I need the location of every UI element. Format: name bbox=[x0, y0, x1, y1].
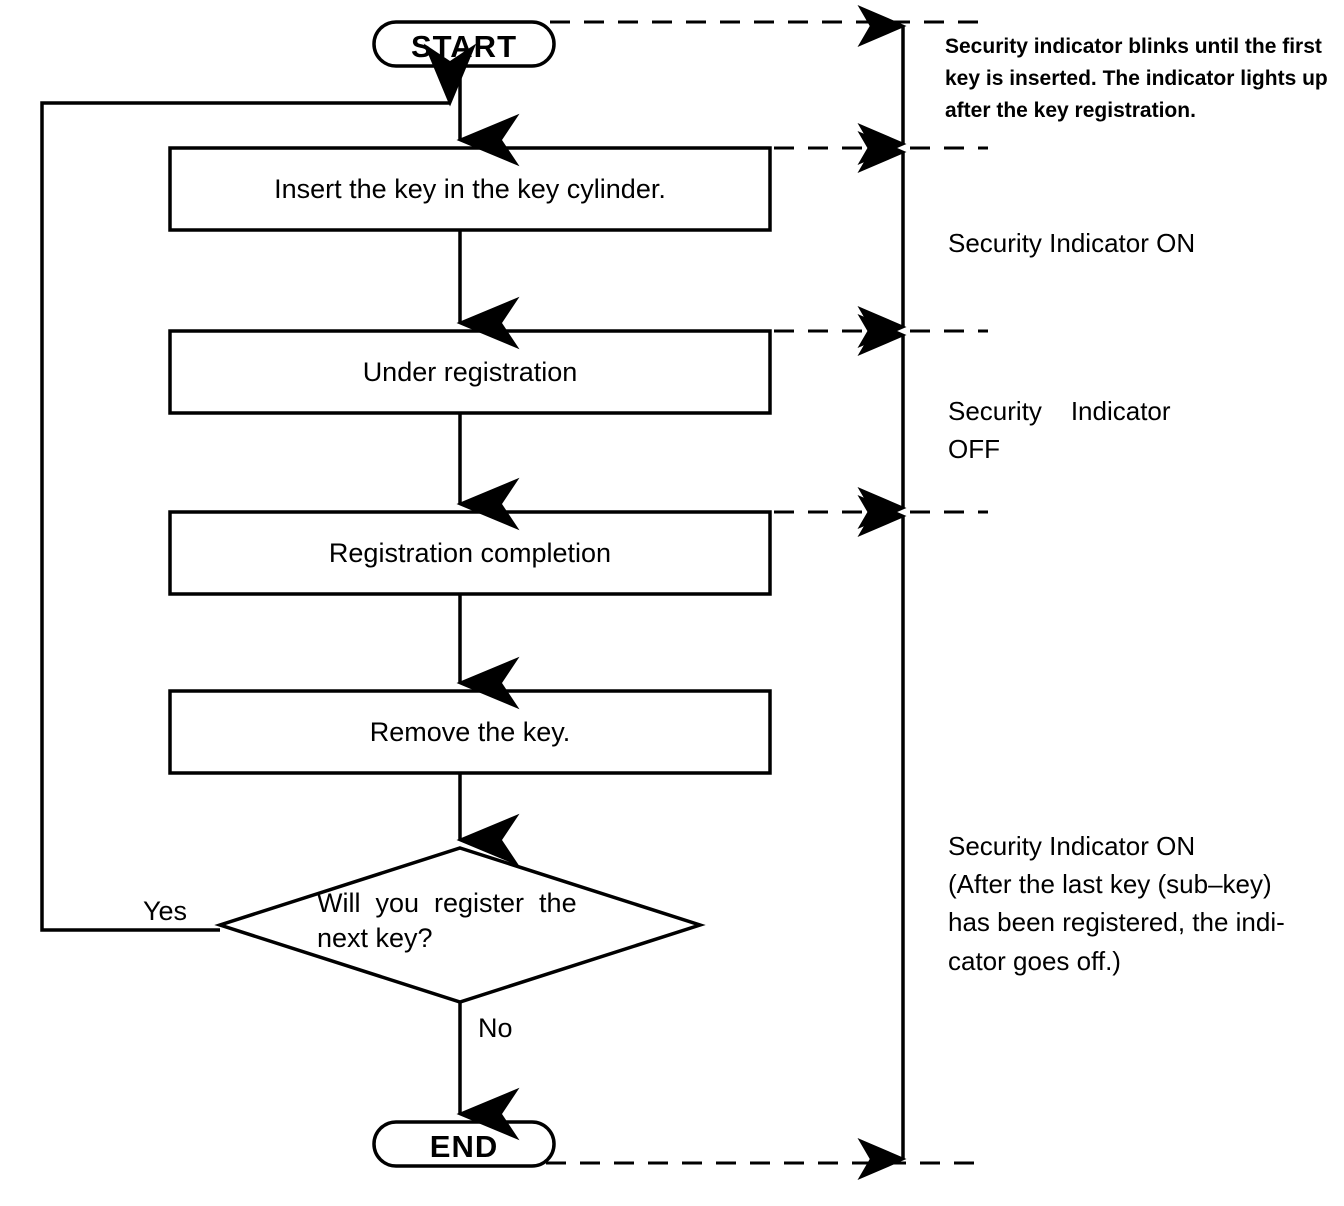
node-insert-key-label: Insert the key in the key cylinder. bbox=[274, 174, 666, 204]
connector-decision-yes-loopback bbox=[40, 43, 477, 932]
node-end-label: END bbox=[429, 1129, 499, 1164]
annotation-indicator-on-last: Security Indicator ON (After the last ke… bbox=[948, 831, 1285, 976]
node-remove-key-shape bbox=[168, 689, 772, 775]
annotation-blink-note: Security indicator blinks until the firs… bbox=[945, 35, 1328, 122]
node-under-registration-label: Under registration bbox=[362, 357, 578, 387]
node-start-label: START bbox=[410, 29, 518, 64]
node-registration-completion-label: Registration completion bbox=[328, 538, 612, 568]
node-decision-label-line1: Will you register the bbox=[317, 888, 577, 918]
node-decision-label-line2: next key? bbox=[317, 923, 433, 953]
annotation-indicator-off: Security Indicator OFF bbox=[948, 396, 1171, 465]
edge-label-no: No bbox=[478, 1013, 513, 1043]
edge-label-yes: Yes bbox=[143, 896, 188, 926]
annotation-indicator-on-first: Security Indicator ON bbox=[948, 228, 1196, 258]
node-remove-key-label: Remove the key. bbox=[369, 717, 571, 747]
